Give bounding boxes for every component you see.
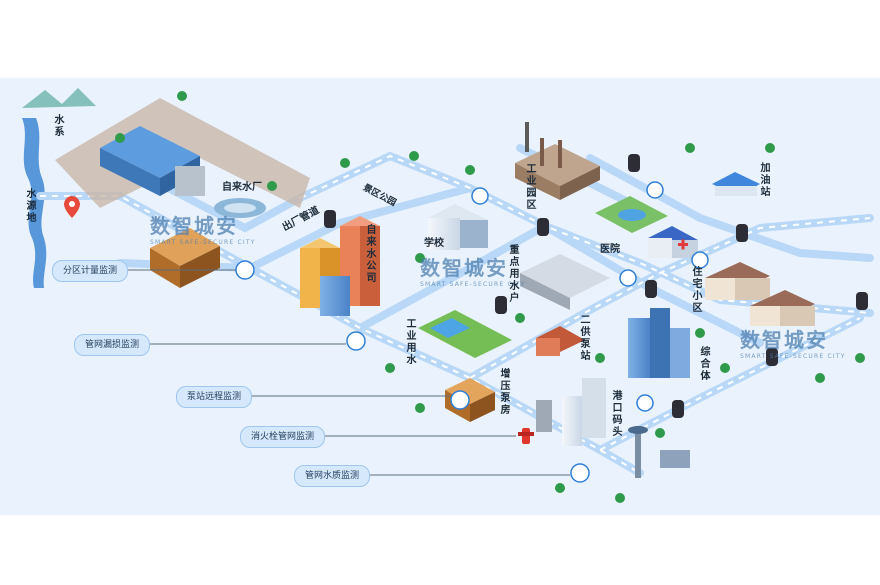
label-school: 学校 — [424, 238, 444, 249]
gas-station — [712, 172, 760, 196]
city-water-map: 水系 水源地 自来水厂 出厂管道 自来水公司 景区公园 学校 重点用水户 工业园… — [0, 78, 880, 515]
hills — [22, 88, 96, 108]
label-complex: 综合体 — [698, 346, 709, 382]
label-booster-pump: 增压泵房 — [498, 368, 509, 416]
label-industrial-water: 工业用水 — [404, 318, 415, 366]
water-company-buildings — [300, 216, 380, 316]
monitor-connectors — [128, 269, 570, 476]
water-tanks — [324, 154, 868, 418]
watermark-subtitle: SMART SAFE-SECURE CITY — [740, 353, 846, 360]
label-water-company: 自来水公司 — [364, 224, 375, 284]
watermark-left: 数智城安 SMART SAFE-SECURE CITY — [150, 210, 256, 246]
fire-hydrant-icon — [518, 428, 534, 444]
river — [22, 118, 47, 288]
label-industrial-park: 工业园区 — [524, 163, 535, 211]
residential-buildings — [705, 262, 815, 326]
label-secondary-pump: 二供泵站 — [578, 314, 589, 362]
tree-icons — [115, 91, 865, 503]
park — [595, 196, 668, 233]
monitor-pump-remote[interactable]: 泵站远程监测 — [176, 386, 253, 408]
watermark-title: 数智城安 — [740, 328, 828, 352]
industrial-park — [515, 122, 600, 200]
label-water-source: 水源地 — [24, 188, 35, 224]
watermark-title: 数智城安 — [150, 214, 238, 238]
label-gas-station: 加油站 — [758, 162, 769, 198]
monitor-district-metering[interactable]: 分区计量监测 — [52, 260, 129, 282]
complex-towers — [628, 308, 690, 378]
school-building — [428, 204, 488, 250]
label-water-plant: 自来水厂 — [222, 182, 262, 193]
label-key-users: 重点用水户 — [507, 244, 518, 304]
industrial-yard — [418, 310, 512, 358]
warehouse — [520, 254, 610, 356]
district-meter-house — [150, 228, 220, 288]
monitor-hydrant-network[interactable]: 消火栓管网监测 — [240, 426, 326, 448]
label-residential: 住宅小区 — [690, 266, 701, 314]
watermark-center: 数智城安 SMART SAFE-SECURE CITY — [420, 252, 526, 288]
map-illustration — [22, 88, 874, 503]
monitor-leak-detection[interactable]: 管网漏损监测 — [74, 334, 151, 356]
location-pin-icon — [64, 196, 80, 218]
label-water-system: 水系 — [52, 114, 63, 138]
water-plant — [100, 126, 266, 218]
watermark-title: 数智城安 — [420, 256, 508, 280]
watermark-subtitle: SMART SAFE-SECURE CITY — [150, 239, 256, 246]
watermark-right: 数智城安 SMART SAFE-SECURE CITY — [740, 324, 846, 360]
monitor-water-quality[interactable]: 管网水质监测 — [294, 465, 371, 487]
watermark-subtitle: SMART SAFE-SECURE CITY — [420, 281, 526, 288]
port-buildings — [536, 378, 690, 478]
label-hospital: 医院 — [600, 244, 620, 255]
hospital-building — [648, 226, 698, 258]
meter-icons — [235, 181, 709, 483]
label-port: 港口码头 — [610, 390, 621, 438]
